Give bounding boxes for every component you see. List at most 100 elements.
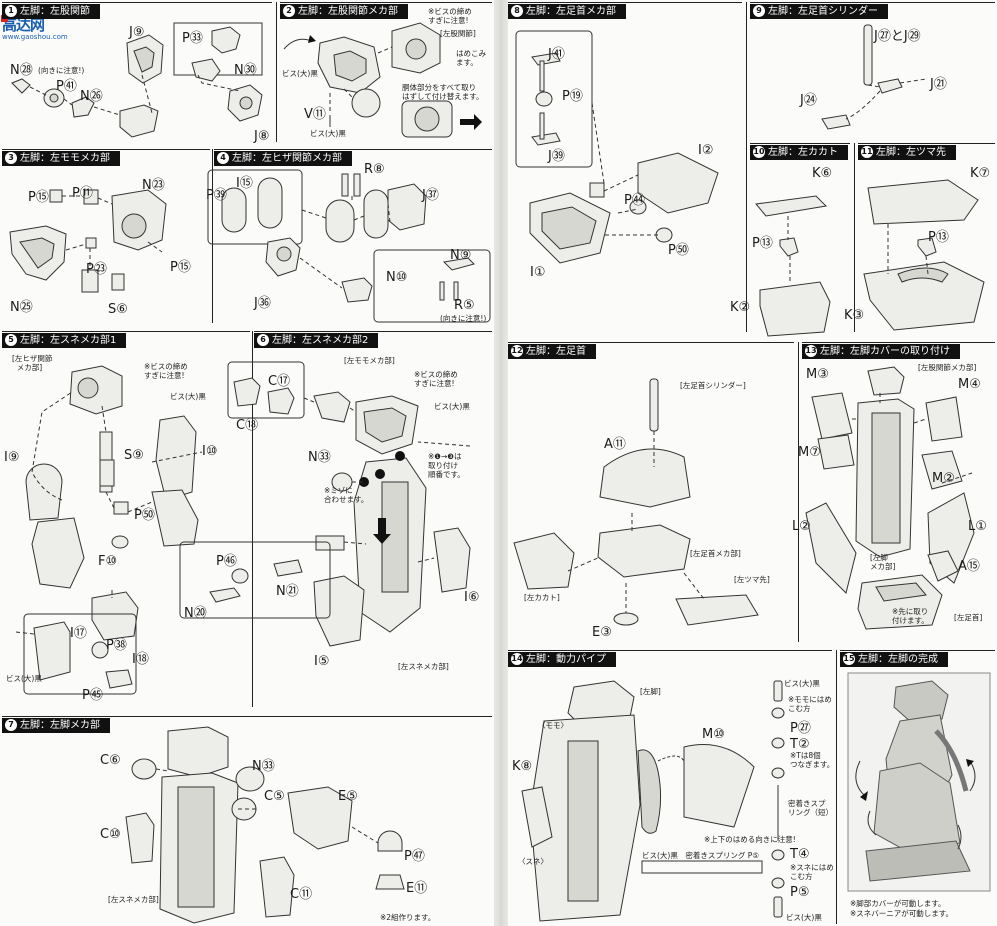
label-A15: A⑮	[958, 559, 980, 574]
label-J24: J㉔	[800, 93, 817, 108]
label-M10: M⑩	[702, 727, 725, 742]
label-N25: N㉕	[10, 300, 33, 315]
label-K6: K⑥	[812, 166, 833, 181]
label-P38: P㊳	[106, 638, 127, 653]
label-P50-b: P㊿	[668, 243, 689, 258]
page-gutter	[494, 0, 508, 926]
label-P33: P㉝	[182, 31, 203, 46]
note-vernier-moves: ※スネバーニアが可動します。	[850, 909, 954, 918]
note-screw-large-1: ビス(大)黒	[282, 69, 318, 78]
label-I15: I⑮	[236, 176, 253, 191]
divider	[798, 342, 799, 642]
label-N30: N㉚	[234, 63, 257, 78]
label-C6: C⑥	[100, 753, 121, 768]
label-P44: P㊹	[624, 193, 645, 208]
label-K7: K⑦	[970, 166, 991, 181]
note-shin: 〈スネ〉	[518, 857, 548, 866]
panel-14-illustration	[521, 680, 785, 922]
label-I5: I⑤	[314, 654, 330, 669]
label-J41: J㊶	[548, 47, 565, 62]
label-P13-b: P⑬	[928, 230, 949, 245]
note-spring-legend: ビス(大)黒 密着きスプリング P⑤	[642, 851, 759, 860]
panel-13-title: 左脚：左脚カバーの取り付け	[820, 346, 950, 357]
note-t-eight: ※Tは8個 つなぎます。	[790, 751, 835, 769]
panel-14-title: 左脚：動力パイプ	[526, 654, 606, 665]
label-S9: S⑨	[124, 448, 144, 463]
label-M3: M③	[806, 367, 829, 382]
label-T4: T④	[790, 847, 810, 862]
label-J27-J29: J㉗とJ㉙	[874, 29, 921, 44]
panel-2-title: 左脚：左股関節メカ部	[298, 6, 398, 17]
note-two-sets: ※2組作ります。	[380, 913, 436, 922]
note-leg-mech: [左脚 メカ部]	[870, 553, 896, 571]
label-R8: R⑧	[364, 162, 385, 177]
note-attach-first: ※先に取り 付けます。	[892, 607, 929, 625]
panel-8-title: 左脚：左足首メカ部	[526, 6, 616, 17]
label-I2: I②	[698, 143, 714, 158]
label-N26: N㉖	[80, 89, 103, 104]
panel-12-illustration	[513, 378, 759, 626]
label-J8: J⑧	[254, 129, 270, 144]
label-I18: I⑱	[132, 652, 149, 667]
label-T2: T②	[790, 737, 810, 752]
label-N20: N⑳	[184, 606, 207, 621]
panel-8-illustration	[515, 30, 719, 264]
label-V11: V⑪	[304, 107, 326, 122]
panel-5-title: 左脚：左スネメカ部1	[20, 335, 117, 346]
label-P19: P⑲	[562, 89, 583, 104]
note-ankle: [左足首]	[954, 613, 983, 622]
note-shin-mech-2: [左スネメカ部]	[108, 895, 159, 904]
label-E5: E⑤	[338, 789, 358, 804]
label-P50: P㊿	[134, 508, 155, 523]
divider	[746, 2, 747, 332]
label-N28: N㉘	[10, 63, 33, 78]
panel-11-illustration	[863, 179, 985, 331]
panel-1-illustration	[11, 22, 263, 138]
label-P45: P㊺	[82, 688, 103, 703]
note-orientation-2: (向きに注意!)	[440, 314, 487, 323]
panel-5-illustration	[15, 365, 203, 695]
label-N9: N⑨	[450, 248, 472, 263]
note-remove-body: 胴体部分をすべて取り はずして付け替えます。	[402, 83, 484, 101]
panel-2-illustration	[283, 22, 482, 138]
note-screw-large-2: ビス(大)黒	[310, 129, 346, 138]
note-screw: ※ビスの締め すぎに注意!	[428, 7, 472, 25]
note-groove: ※ミゾに 合わせます。	[324, 486, 369, 504]
panel-10-illustration	[755, 195, 831, 337]
label-M4: M④	[958, 377, 981, 392]
panel-7-illustration	[125, 726, 405, 924]
divider	[854, 143, 855, 332]
label-C17: C⑰	[268, 374, 291, 389]
logo-text: 高达网	[2, 16, 45, 34]
panel-9-title: 左脚：左足首シリンダー	[768, 6, 878, 17]
note-orientation: (向きに注意!)	[38, 66, 85, 75]
label-J21: J㉑	[930, 77, 947, 92]
divider	[252, 331, 253, 707]
panel-13-illustration	[805, 366, 975, 630]
note-ankle-cylinder: [左足首シリンダー]	[680, 381, 746, 390]
label-P41: P㊶	[56, 79, 77, 94]
panel-15-illustration	[847, 672, 991, 892]
note-order: ※❶→❸は 取り付け 順番です。	[428, 452, 465, 479]
label-P46: P㊻	[216, 554, 237, 569]
label-P39: P㊴	[206, 188, 227, 203]
note-direction: ※上下のはめる向きに注意!	[704, 835, 796, 844]
note-hip-mech: [左股関節メカ部]	[918, 363, 977, 372]
panel-6-title: 左脚：左スネメカ部2	[272, 335, 369, 346]
label-N33: N㉝	[308, 450, 331, 465]
